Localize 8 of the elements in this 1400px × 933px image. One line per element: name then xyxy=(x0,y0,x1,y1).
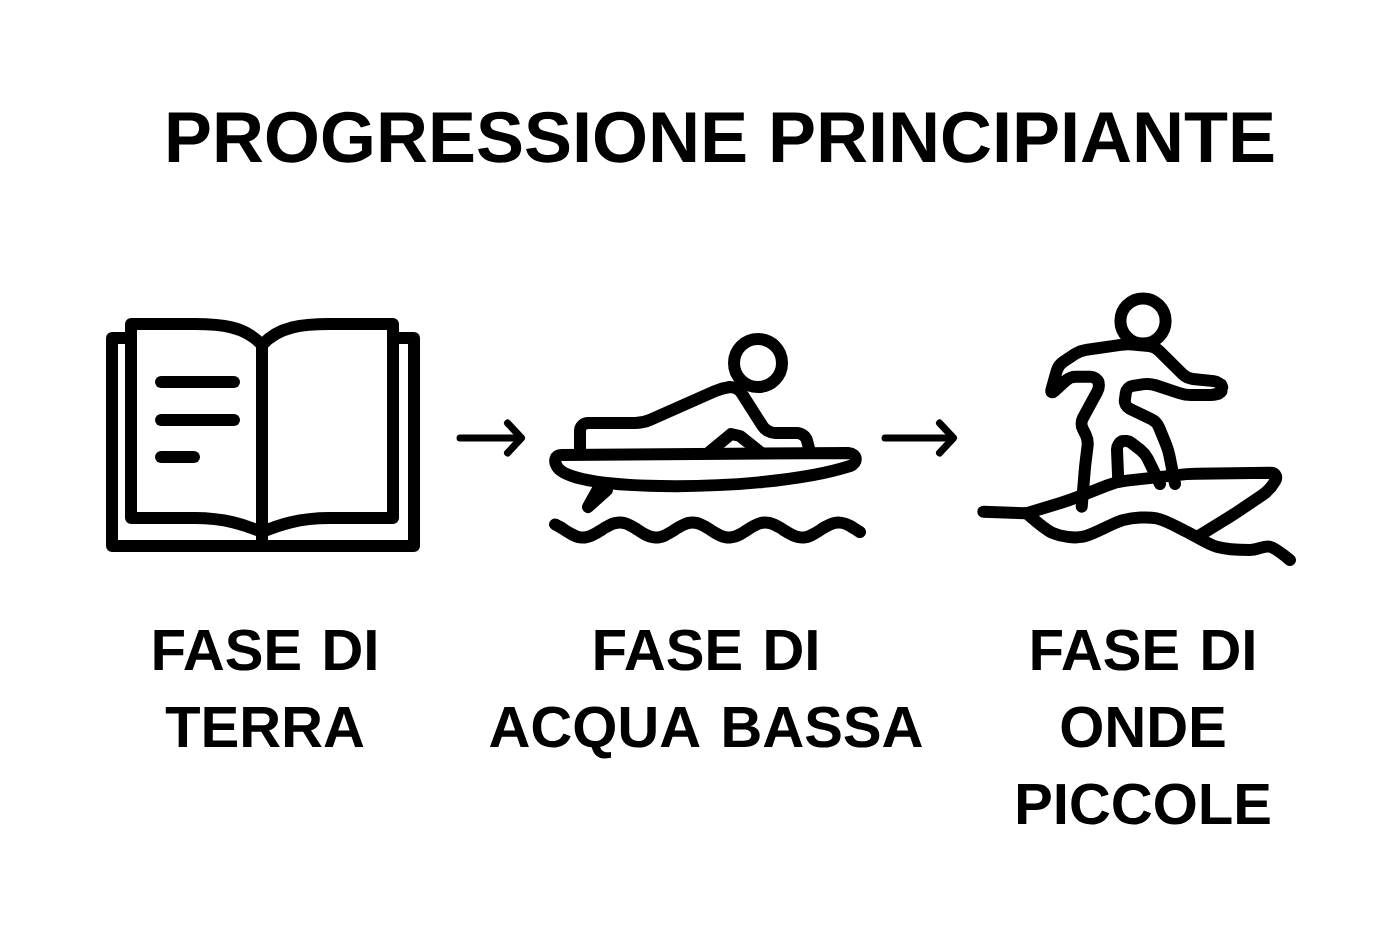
surfer-picture xyxy=(977,292,1296,566)
arrow xyxy=(881,419,957,457)
title: PROGRESSIONE PRINCIPIANTE xyxy=(168,111,1274,163)
node-label: FASE DI ACQUA BASSA xyxy=(489,629,922,759)
book-picture xyxy=(106,318,420,552)
node-label: FASE DI ONDE PICCOLE xyxy=(1018,629,1270,825)
person-on-board-picture xyxy=(549,333,866,544)
node-label: FASE DI TERRA xyxy=(154,629,376,747)
